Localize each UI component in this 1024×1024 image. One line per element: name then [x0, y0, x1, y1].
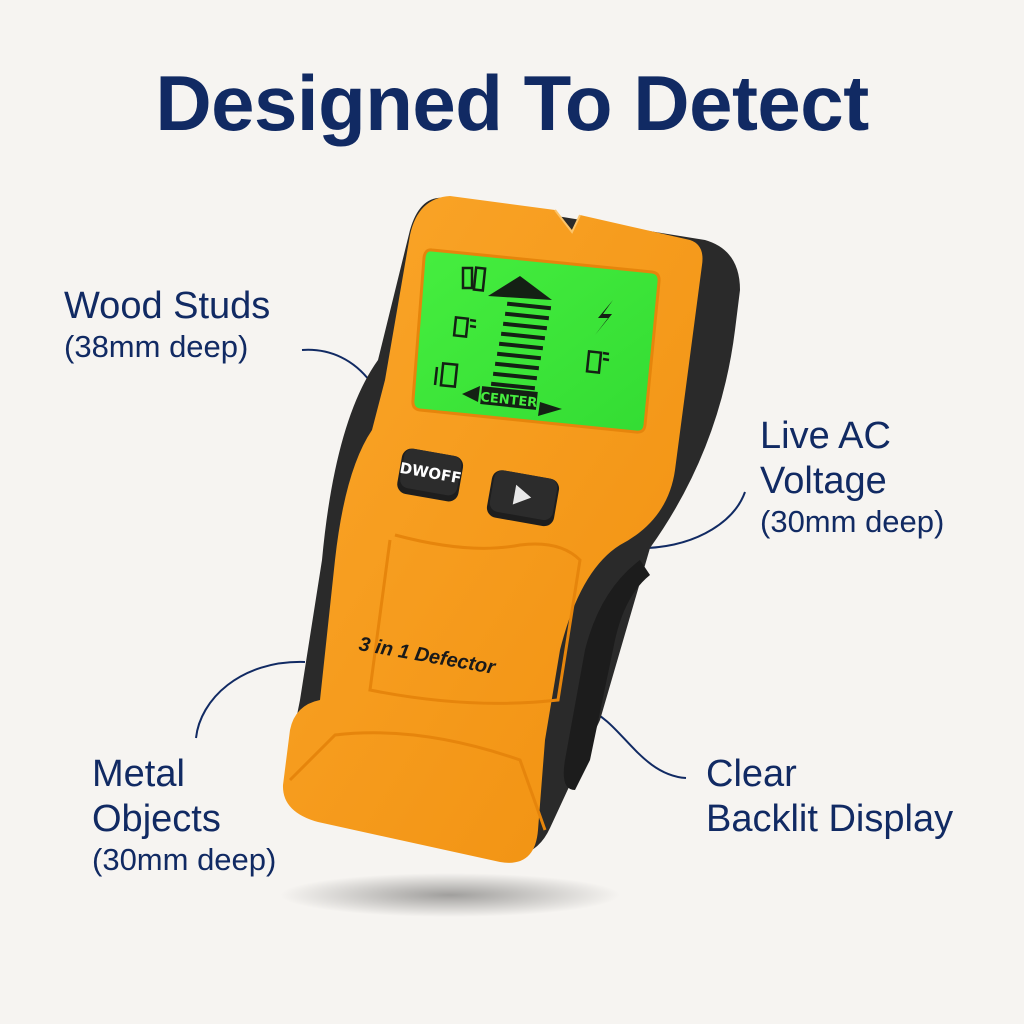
callout-title-line2: Backlit Display — [706, 797, 954, 840]
lower-panel — [368, 533, 582, 705]
power-button[interactable]: DWOFF — [396, 447, 465, 503]
callout-title: Wood Studs — [64, 285, 271, 327]
callout-title-line1: Metal — [92, 753, 185, 795]
callout-detail: (38mm deep) — [64, 328, 249, 364]
callout-title-line1: Clear — [706, 753, 797, 795]
left-arrow-icon — [462, 386, 480, 402]
connector-backlit-display — [587, 709, 687, 779]
play-button[interactable] — [485, 469, 560, 528]
connector-wood-studs — [301, 348, 373, 385]
callout-live-ac: Live AC Voltage (30mm deep) — [760, 414, 944, 540]
bottom-cap — [288, 731, 547, 831]
callout-wood-studs: Wood Studs (38mm deep) — [64, 284, 270, 365]
callout-detail: (30mm deep) — [92, 841, 277, 877]
up-arrow-icon — [488, 276, 552, 300]
signal-bars-icon — [490, 301, 552, 391]
top-notch — [554, 209, 581, 234]
callout-title-line1: Live AC — [760, 415, 891, 457]
connector-live-ac — [647, 491, 746, 549]
headline: Designed To Detect — [155, 59, 869, 147]
callout-backlit-display: Clear Backlit Display — [706, 752, 953, 842]
center-label-box — [480, 386, 538, 410]
callout-metal-objects: Metal Objects (30mm deep) — [92, 752, 276, 878]
metal-icon — [433, 361, 459, 389]
lightning-bolt-icon — [595, 300, 613, 335]
ac-stud-icon — [585, 350, 610, 374]
callout-title-line2: Objects — [92, 797, 221, 840]
drop-shadow — [280, 873, 620, 917]
wood-stud-icon — [452, 316, 477, 338]
play-triangle-icon — [512, 484, 532, 505]
center-label: CENTER — [480, 390, 538, 411]
grip-groove-right — [563, 560, 650, 790]
right-arrow-icon — [538, 402, 562, 416]
callout-detail: (30mm deep) — [760, 503, 945, 539]
connector-metal-objects — [195, 660, 306, 739]
callout-title-line2: Voltage — [760, 459, 887, 502]
battery-icon — [461, 266, 487, 292]
lcd-screen: CENTER — [411, 248, 661, 434]
